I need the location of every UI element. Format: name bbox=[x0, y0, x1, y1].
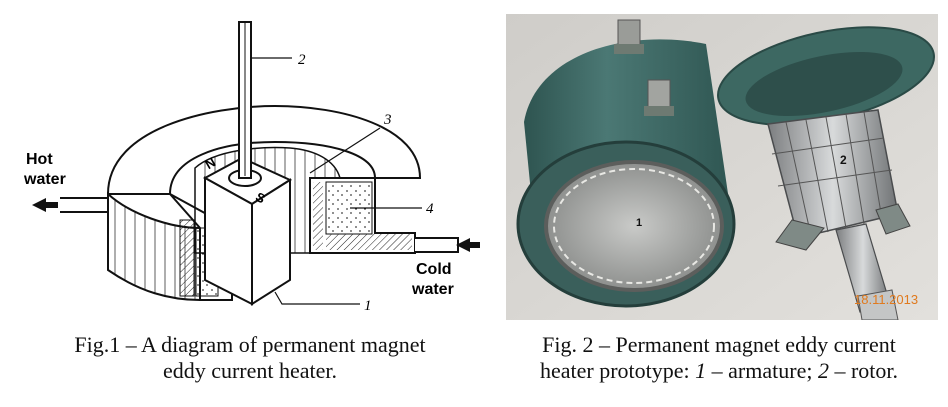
photo-label-rotor: 2 bbox=[840, 153, 847, 167]
cold-water-arrow bbox=[456, 238, 480, 252]
armature-bore bbox=[544, 160, 724, 292]
label-1: 1 bbox=[364, 298, 372, 314]
photo-label-armature: 1 bbox=[636, 217, 642, 229]
heater-diagram: N S 2 3 4 1 Hot water Cold water bbox=[23, 21, 480, 314]
label-3: 3 bbox=[383, 112, 392, 128]
caption-num-1: 1 bbox=[695, 358, 707, 383]
hot-water-pipe bbox=[60, 197, 109, 213]
cold-water-label-2: water bbox=[411, 281, 454, 298]
fitting-top bbox=[617, 19, 641, 49]
caption-text-c: – rotor. bbox=[828, 358, 899, 383]
hot-water-arrow bbox=[32, 198, 58, 212]
figure2-caption-line1: Fig. 2 – Permanent magnet eddy current bbox=[542, 332, 896, 357]
figure2-caption-line2: heater prototype: 1 – armature; 2 – roto… bbox=[490, 358, 948, 384]
caption-text-a: heater prototype: bbox=[539, 358, 696, 383]
label-4: 4 bbox=[426, 201, 434, 217]
ring-top-face bbox=[106, 104, 422, 195]
photo-date-stamp: 18.11.2013 bbox=[854, 292, 918, 307]
cold-water-label-1: Cold bbox=[416, 261, 452, 278]
hot-water-label-1: Hot bbox=[26, 151, 53, 168]
hot-water-label-2: water bbox=[23, 171, 66, 188]
caption-text-b: – armature; bbox=[706, 358, 818, 383]
figure2-caption: Fig. 2 – Permanent magnet eddy current h… bbox=[490, 332, 948, 384]
caption-num-2: 2 bbox=[817, 358, 829, 383]
figure1-caption: Fig.1 – A diagram of permanent magnet ed… bbox=[0, 332, 500, 384]
label-2: 2 bbox=[298, 52, 306, 68]
fitting-middle bbox=[647, 79, 671, 111]
prototype-photo: 1 2 18.11.2013 bbox=[506, 14, 938, 320]
figure1-caption-line1: Fig.1 – A diagram of permanent magnet bbox=[74, 332, 426, 357]
figure1-caption-line2: eddy current heater. bbox=[162, 358, 338, 383]
magnet-block-side bbox=[251, 178, 291, 306]
cold-water-pipe bbox=[415, 237, 459, 253]
